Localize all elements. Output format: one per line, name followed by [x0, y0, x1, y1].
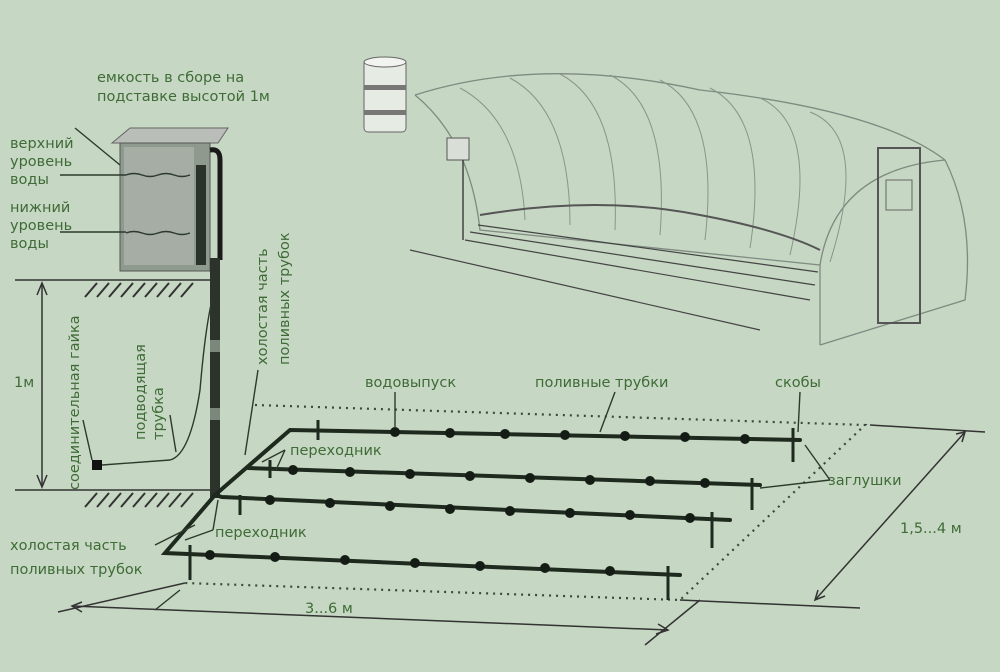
adapter-top-label: переходник [290, 443, 382, 459]
lower-level-label-2: уровень [10, 218, 72, 234]
supply-tube-label-2: трубка [151, 387, 167, 440]
lower-level-label-3: воды [10, 236, 49, 252]
dimension-lines [57, 424, 986, 646]
greenhouse-illustration [363, 56, 969, 346]
lower-level-label-1: нижний [10, 200, 70, 216]
irrigation-pipes [160, 420, 802, 600]
idle-part-label-1: холостая часть [10, 538, 127, 554]
tank-label-line2: подставке высотой 1м [97, 89, 270, 105]
idle-part-label-2: поливных трубок [10, 562, 143, 578]
irrigation-tubes-label: поливные трубки [535, 375, 668, 391]
length-label: 3...6 м [305, 601, 353, 617]
height-label: 1м [14, 375, 34, 391]
upper-level-label-3: воды [10, 172, 49, 188]
idle-part-vertical-label-1: холостая часть [255, 248, 271, 365]
supply-tube [101, 299, 213, 466]
greenhouse-door [877, 147, 921, 324]
upper-level-label-2: уровень [10, 154, 72, 170]
upper-level-label-1: верхний [10, 136, 74, 152]
water-outlet-label: водовыпуск [365, 375, 456, 391]
vertical-supply-pipe [210, 258, 220, 498]
plugs-label: заглушки [828, 473, 902, 489]
connector-nut-label: соединительная гайка [67, 315, 83, 490]
leader-lines [60, 127, 831, 611]
small-tank-icon [446, 137, 470, 161]
supply-tube-label-1: подводящая [133, 344, 149, 440]
idle-part-vertical-label-2: поливных трубок [277, 232, 293, 365]
ground-lines [15, 279, 210, 508]
adapter-bottom-label: переходник [215, 525, 307, 541]
brackets-label: скобы [775, 375, 821, 391]
barrel-icon [363, 56, 407, 133]
width-label: 1,5...4 м [900, 521, 962, 537]
tank-label-line1: емкость в сборе на [97, 70, 244, 86]
water-tank [110, 127, 229, 272]
